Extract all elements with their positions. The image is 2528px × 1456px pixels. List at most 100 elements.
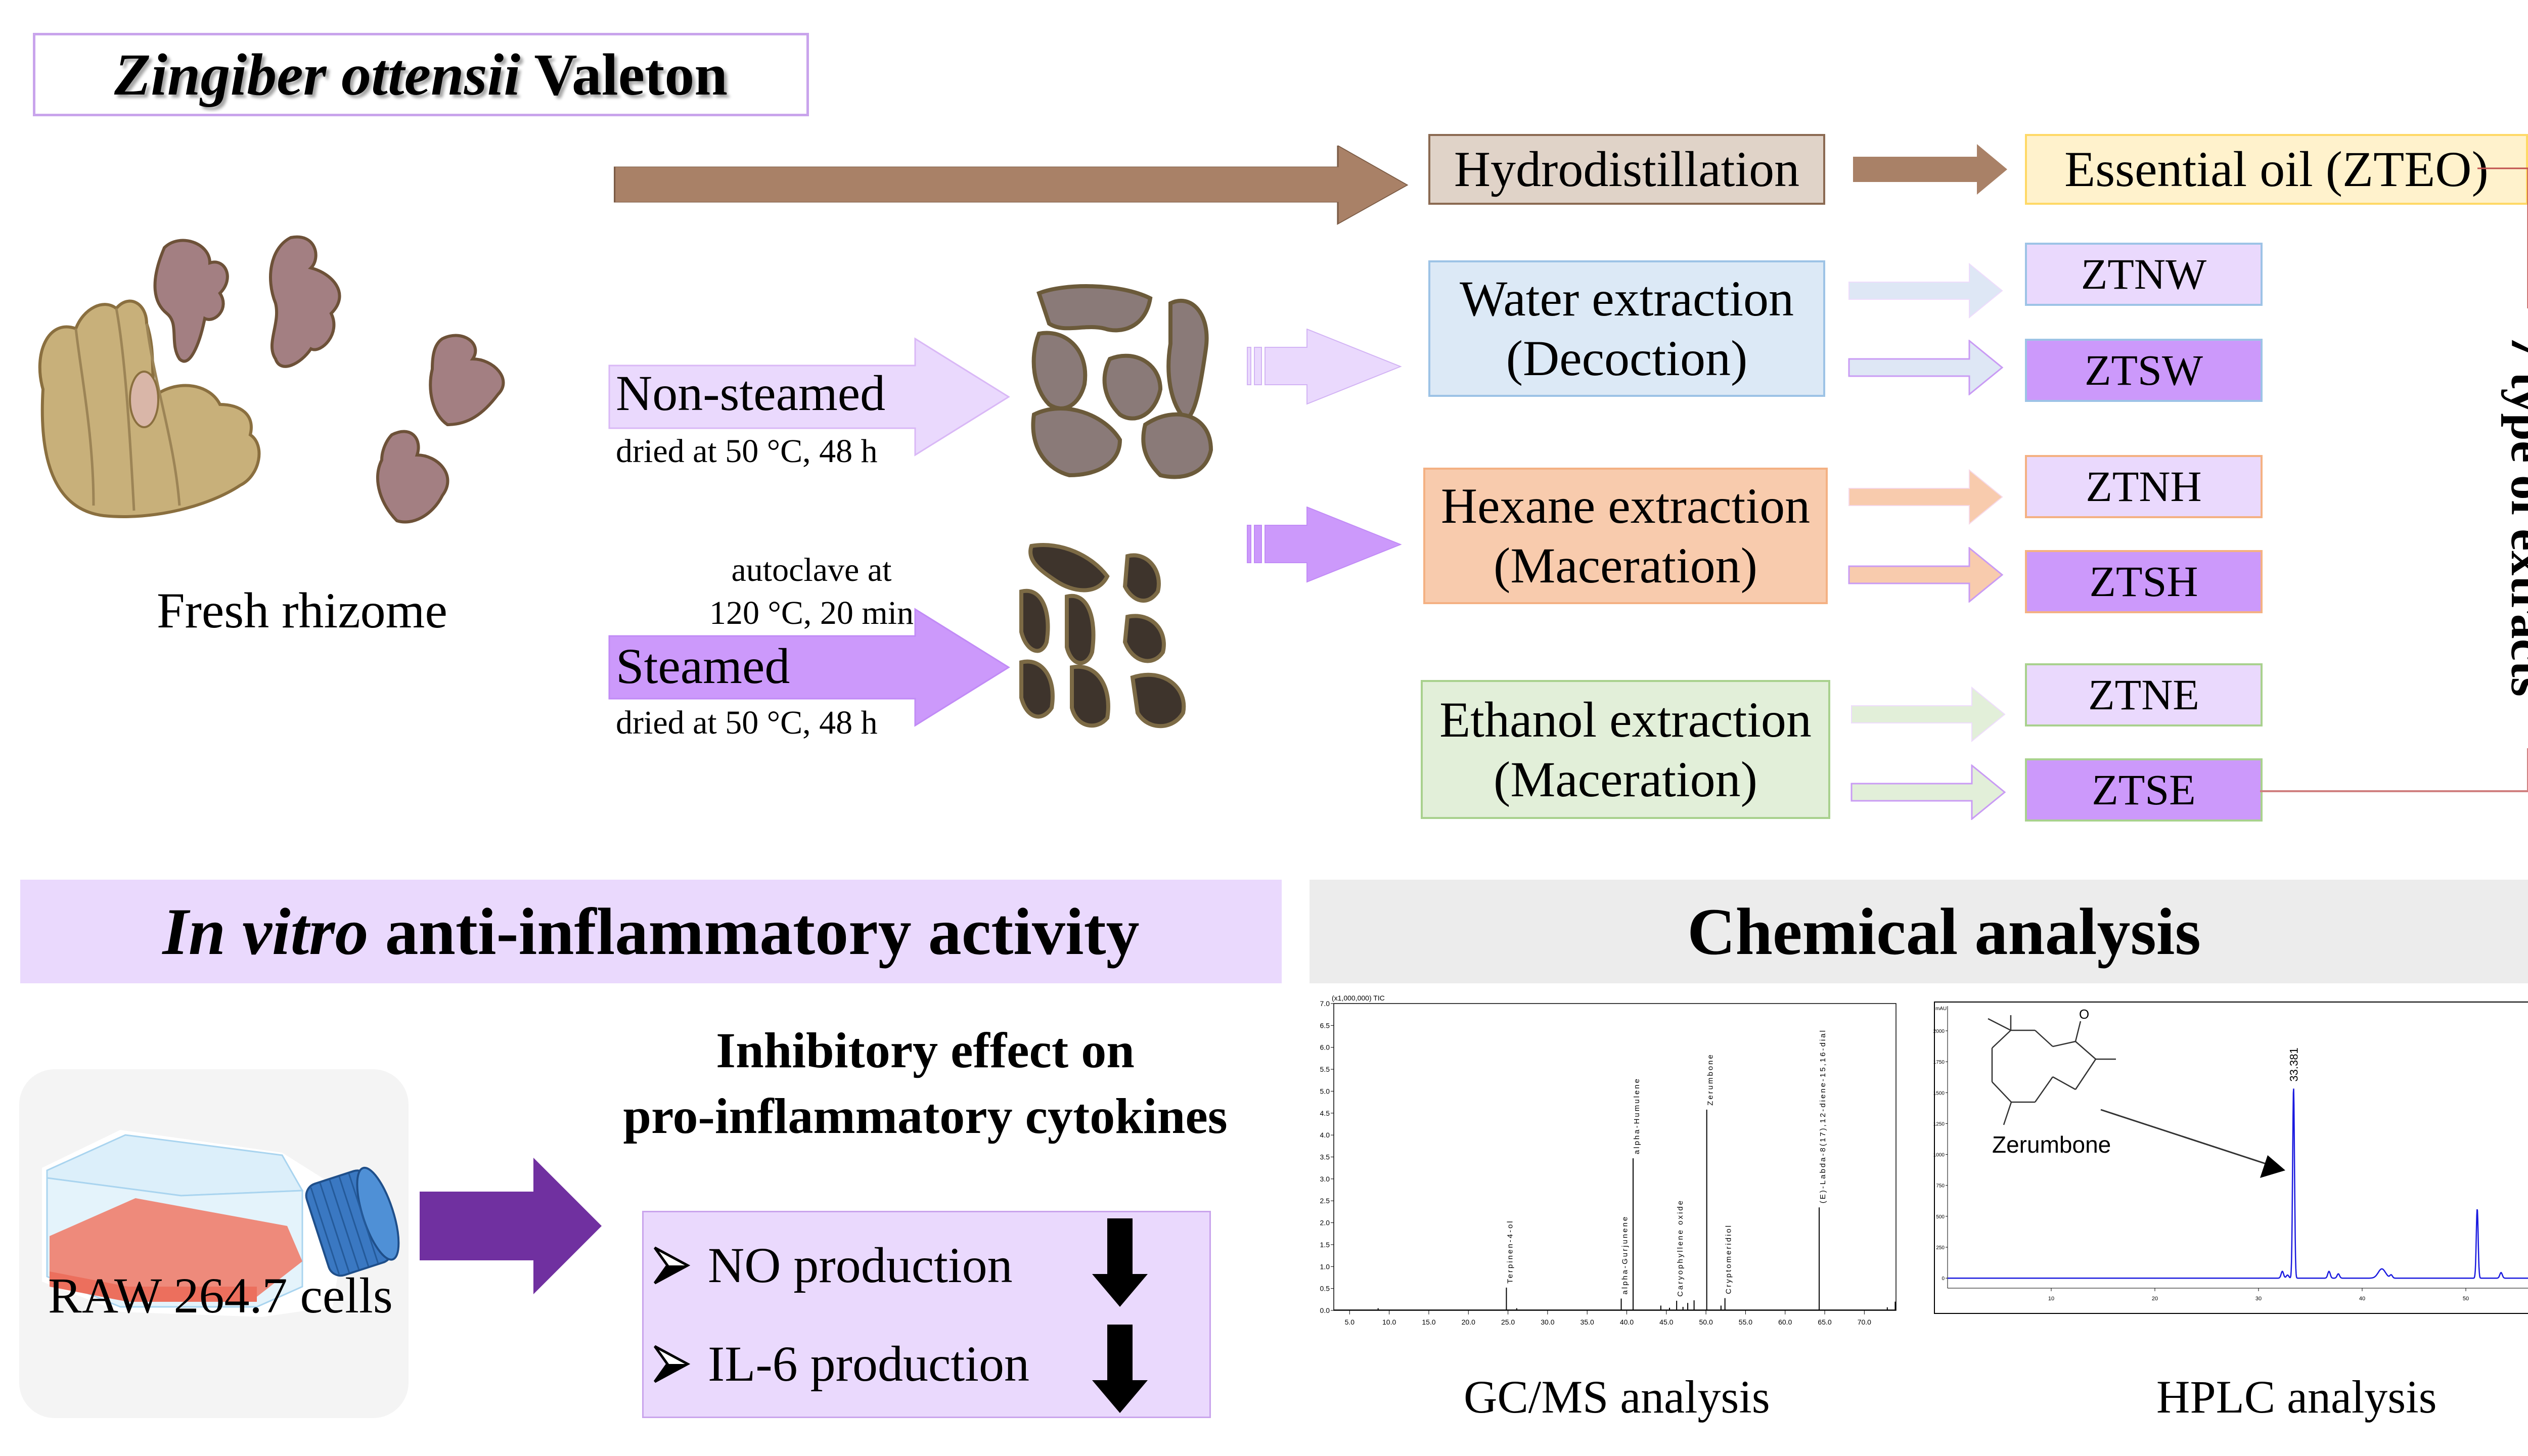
steamed-to-extraction-arrow [1247,507,1402,583]
peak-label: alpha-Gurjunene [1621,1215,1630,1295]
ethanol-extraction-label: Ethanol extraction [1439,691,1812,748]
x-tick-label: 40.0 [1620,1318,1634,1326]
chemical-analysis-header: Chemical analysis [1310,880,2528,983]
extract-ztsh: ZTSH [2025,550,2263,613]
plot-frame [1333,1003,1897,1311]
bond [2034,1076,2054,1103]
x-tick-label: 30.0 [1541,1318,1554,1326]
x-tick-label: 35.0 [1581,1318,1594,1326]
hexane-extraction-label: Hexane extraction [1440,478,1811,534]
extract-ztse: ZTSE [2025,758,2263,822]
y-tick-label: 7.0 [1320,999,1330,1008]
decrease-arrow-icon [1092,1218,1148,1307]
peak-label: Cryptomeridiol [1725,1224,1733,1294]
essential-oil-label: Essential oil (ZTEO) [2064,141,2489,197]
extract-label: ZTNE [2088,670,2199,719]
bond [1988,1018,2011,1031]
extract-ztsw: ZTSW [2025,339,2263,402]
arrowhead-bullet-icon [653,1246,691,1284]
x-tick-label: 65.0 [1818,1318,1831,1326]
y-tick-label: 4.0 [1320,1131,1330,1139]
y-tick-label: 750 [1936,1184,1945,1189]
bond [1992,1030,2011,1049]
steamed-arrow [608,608,1010,727]
chemical-analysis-title: Chemical analysis [1687,894,2201,969]
bond [2052,1076,2076,1090]
extract-ztnw: ZTNW [2025,243,2263,306]
x-tick-label: 45.0 [1659,1318,1673,1326]
bond [2074,1021,2082,1042]
peak-label: Caryophyllene oxide [1676,1199,1685,1297]
y-tick-label: 0 [1942,1276,1945,1282]
non-steamed-to-extraction-arrow [1247,329,1402,405]
ethanol-extraction-box: Ethanol extraction (Maceration) [1421,680,1830,819]
annotation-arrow-line [2100,1109,2276,1168]
non-steamed-label: Non-steamed [616,365,886,421]
plot-frame [1934,1002,2528,1314]
arrowhead-bullet-icon [653,1345,691,1383]
bond [2052,1040,2076,1048]
y-tick-label: 3.5 [1320,1153,1330,1161]
non-steamed-dried-slices-image [1031,284,1213,479]
steamed-pre-condition-1: autoclave at [731,552,892,588]
non-steamed-arrow [608,337,1010,457]
cell-line-label: RAW 264.7 cells [48,1267,393,1324]
y-tick-label: 6.0 [1320,1043,1330,1052]
extracts-bracket [2260,167,2528,792]
effect-heading-line2: pro-inflammatory cytokines [623,1088,1228,1144]
hplc-label: HPLC analysis [2156,1371,2437,1423]
peak-label: alpha-Humulene [1633,1077,1641,1154]
bullet-il6-production: IL-6 production [652,1335,1029,1393]
ethanol-extraction-method: (Maceration) [1494,751,1757,807]
fresh-rhizome-label: Fresh rhizome [157,582,447,639]
y-tick-label: 5.5 [1320,1065,1330,1073]
hplc-trace [1948,1088,2528,1279]
extract-ztne: ZTNE [2025,663,2263,726]
bullet-text: IL-6 production [708,1336,1029,1392]
bullet-no-production: NO production [652,1236,1013,1294]
steamed-condition: dried at 50 °C, 48 h [616,704,878,741]
x-tick-label: 5.0 [1345,1318,1355,1326]
extract-ztnh: ZTNH [2025,455,2263,518]
gcms-label: GC/MS analysis [1464,1371,1770,1423]
arrow-to-ztsh [1848,547,2004,603]
compound-label: Zerumbone [1992,1131,2111,1158]
extract-label: ZTSE [2092,765,2196,814]
y-tick-label: 2.5 [1320,1197,1330,1205]
y-tick-label: 1500 [1933,1090,1945,1096]
bond [2074,1059,2097,1090]
y-tick-label: 5.0 [1320,1087,1330,1095]
essential-oil-arrow [1853,144,2007,195]
x-tick-label: 60.0 [1778,1318,1792,1326]
peak-label: 33.381 [2287,1048,2300,1081]
y-axis-label: (x1,000,000) TIC [1332,994,1385,1002]
effect-heading-line1: Inhibitory effect on [716,1022,1135,1078]
bond [2003,1102,2012,1125]
cell-culture-flask-icon [19,1069,409,1418]
water-extraction-box: Water extraction (Decoction) [1428,260,1825,397]
decrease-arrow-icon [1092,1325,1148,1413]
x-tick-label: 10 [2048,1296,2054,1302]
water-extraction-label: Water extraction [1459,270,1794,327]
essential-oil-box: Essential oil (ZTEO) [2025,134,2528,205]
peak-label: Zerumbone [1706,1053,1715,1106]
hydrodistillation-box: Hydrodistillation [1428,134,1825,205]
y-axis-label: mAU [1935,1006,1947,1012]
y-tick-label: 500 [1936,1214,1945,1220]
extract-label: ZTSW [2084,345,2203,394]
y-tick-label: 4.5 [1320,1109,1330,1117]
x-tick-label: 55.0 [1739,1318,1752,1326]
bioassay-header: In vitro anti-inflammatory activity [20,880,1282,983]
x-tick-label: 20.0 [1462,1318,1475,1326]
extract-label: ZTSH [2089,557,2198,606]
x-tick-label: 50 [2463,1296,2469,1302]
bioassay-header-italic: In vitro [162,894,369,969]
y-tick-label: 1250 [1933,1121,1945,1127]
peak-label: Terpinen-4-ol [1506,1219,1514,1284]
bond [1992,1081,2012,1103]
bioassay-header-text: anti-inflammatory activity [368,894,1140,969]
fresh-rhizome-image [38,235,505,524]
gcms-chromatogram: (x1,000,000) TIC0.00.51.01.52.02.53.03.5… [1320,994,1897,1326]
extract-label: ZTNW [2081,249,2207,298]
